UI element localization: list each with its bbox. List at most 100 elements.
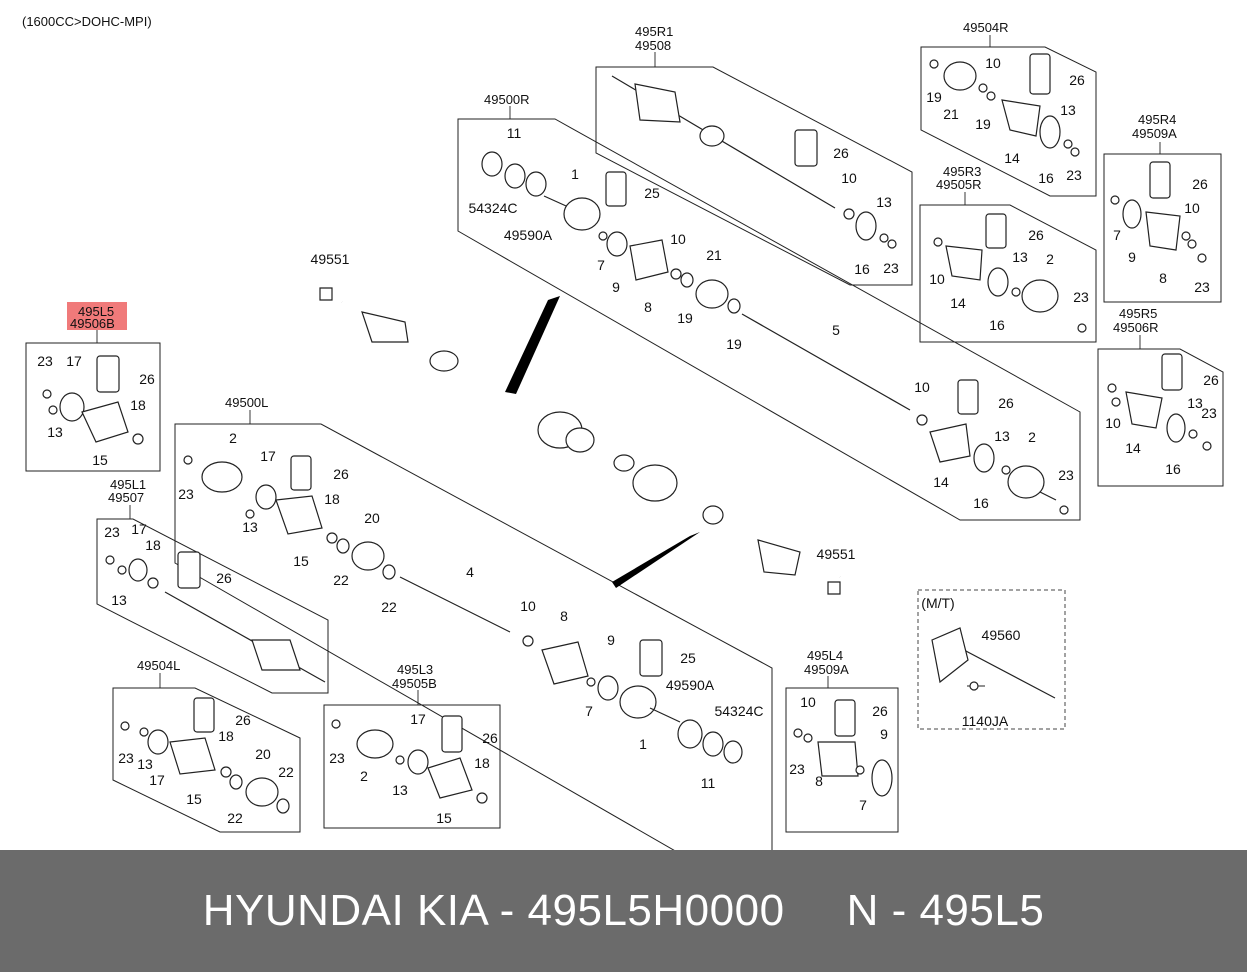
part-label: 16 (989, 317, 1005, 333)
part-label: 54324C (714, 703, 763, 719)
part-label: 8 (1159, 270, 1167, 286)
part-label: 14 (950, 295, 966, 311)
part-label: 10 (929, 271, 945, 287)
code-495L3-2: 49505B (392, 676, 437, 691)
box-49500L (174, 423, 773, 850)
part-label: 23 (178, 486, 194, 502)
part-label: 26 (482, 730, 498, 746)
part-label: 16 (854, 261, 870, 277)
part-label: 26 (1203, 372, 1219, 388)
engine-note: (1600CC>DOHC-MPI) (22, 14, 152, 29)
box-49504L (112, 687, 301, 833)
part-label: 8 (644, 299, 652, 315)
part-label: 21 (943, 106, 959, 122)
code-495L5-1: 495L5 (78, 304, 114, 319)
part-label: 1 (639, 736, 647, 752)
parts-495L4 (793, 699, 893, 797)
part-label: 13 (1012, 249, 1028, 265)
part-label: 20 (364, 510, 380, 526)
part-label: 10 (800, 694, 816, 710)
part-label: 17 (260, 448, 276, 464)
code-495L1-1: 495L1 (110, 477, 146, 492)
part-label: 13 (994, 428, 1010, 444)
part-label: 22 (333, 572, 349, 588)
part-label: 26 (1192, 176, 1208, 192)
part-label: 23 (1194, 279, 1210, 295)
part-label: 13 (111, 592, 127, 608)
parts-495R4 (1110, 161, 1207, 263)
part-label: 23 (883, 260, 899, 276)
code-49504R: 49504R (963, 20, 1009, 35)
part-label: 49590A (504, 227, 553, 243)
code-49504L: 49504L (137, 658, 180, 673)
part-label: 18 (145, 537, 161, 553)
part-label: 13 (137, 756, 153, 772)
part-label: 10 (1105, 415, 1121, 431)
box-495R4 (1103, 153, 1222, 303)
part-label: 16 (1038, 170, 1054, 186)
part-label: 10 (670, 231, 686, 247)
part-label: 15 (186, 791, 202, 807)
part-label: 26 (235, 712, 251, 728)
part-label: 19 (975, 116, 991, 132)
part-label: 13 (876, 194, 892, 210)
part-label: 13 (242, 519, 258, 535)
part-label: 17 (410, 711, 426, 727)
parts-mt (931, 627, 1056, 699)
footer-short-code: N - 495L5 (846, 886, 1045, 935)
part-label: 18 (218, 728, 234, 744)
code-495L5-2: 49506B (70, 316, 115, 331)
part-label: 23 (1201, 405, 1217, 421)
part-label: 13 (392, 782, 408, 798)
parts-495L1 (105, 551, 326, 683)
parts-495R5 (1107, 353, 1212, 451)
part-label: 19 (677, 310, 693, 326)
code-495L3-1: 495L3 (397, 662, 433, 677)
box-495L4 (785, 687, 899, 833)
part-label: (M/T) (921, 595, 954, 611)
part-label: 18 (474, 755, 490, 771)
part-label: 9 (612, 279, 620, 295)
part-label: 8 (560, 608, 568, 624)
part-label: 7 (859, 797, 867, 813)
part-label: 18 (130, 397, 146, 413)
part-label: 26 (998, 395, 1014, 411)
part-label: 49551 (817, 546, 856, 562)
part-label: 2 (229, 430, 237, 446)
part-label: 26 (872, 703, 888, 719)
part-label: 49560 (982, 627, 1021, 643)
main-drive-shaft (319, 287, 841, 595)
part-label: 16 (973, 495, 989, 511)
part-label: 2 (360, 768, 368, 784)
code-495R4-2: 49509A (1132, 126, 1177, 141)
part-label: 49551 (311, 251, 350, 267)
part-label: 20 (255, 746, 271, 762)
code-495L4-2: 49509A (804, 662, 849, 677)
box-49504R (920, 46, 1097, 197)
code-495R4-1: 495R4 (1138, 112, 1176, 127)
box-495L5 (25, 342, 161, 472)
part-label: 23 (1073, 289, 1089, 305)
parts-49504L (120, 697, 290, 814)
part-label: 23 (37, 353, 53, 369)
parts-495L5 (42, 355, 144, 445)
code-49500L: 49500L (225, 395, 268, 410)
part-label: 10 (914, 379, 930, 395)
code-495R5-1: 495R5 (1119, 306, 1157, 321)
part-label: 9 (607, 632, 615, 648)
code-495L4-1: 495L4 (807, 648, 843, 663)
part-label: 14 (1125, 440, 1141, 456)
part-label: 17 (131, 521, 147, 537)
part-label: 9 (880, 726, 888, 742)
parts-49504R (929, 53, 1080, 157)
part-label: 21 (706, 247, 722, 263)
part-label: 22 (227, 810, 243, 826)
part-label: 1 (571, 166, 579, 182)
part-label: 23 (1066, 167, 1082, 183)
part-label: 23 (789, 761, 805, 777)
part-label: 11 (507, 125, 522, 141)
code-49500R: 49500R (484, 92, 530, 107)
part-label: 7 (597, 257, 605, 273)
parts-49500L (183, 455, 743, 764)
part-label: 13 (1187, 395, 1203, 411)
